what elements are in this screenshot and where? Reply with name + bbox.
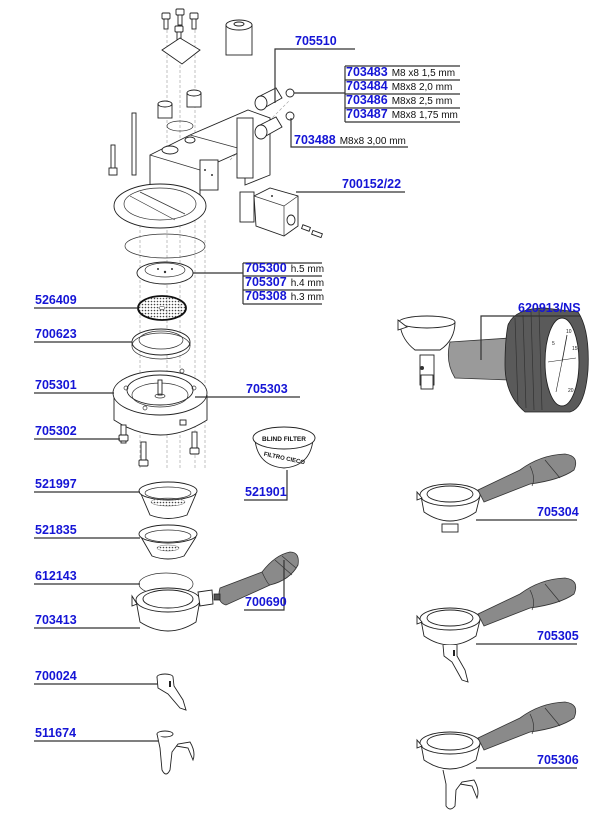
part-label-705510[interactable]: 705510 [295, 34, 337, 48]
portafilter-body [131, 587, 214, 632]
portafilter-705305 [416, 577, 577, 683]
gauge-tick-label: 5 [552, 341, 555, 347]
part-number: 705302 [35, 424, 77, 438]
group-ring [112, 368, 208, 436]
leader-lines [34, 48, 580, 769]
part-spec: h.3 mm [290, 292, 325, 303]
part-label-700152-22[interactable]: 700152/22 [342, 177, 401, 191]
part-label-612143[interactable]: 612143 [35, 569, 77, 583]
part-number: 703486 [346, 93, 388, 107]
blind-filter-top-text: BLIND FILTER [262, 436, 306, 443]
part-label-705305[interactable]: 705305 [537, 629, 579, 643]
portafilter-handle [213, 551, 299, 606]
long-pins [108, 112, 137, 176]
top-cover-plate [161, 37, 201, 65]
group-flange [113, 183, 207, 229]
part-label-521835[interactable]: 521835 [35, 523, 77, 537]
part-label-521997[interactable]: 521997 [35, 477, 77, 491]
o-ring [166, 120, 194, 132]
part-spec: M8 x8 1,5 mm [391, 68, 456, 79]
part-number: 521901 [245, 485, 287, 499]
solenoid-valve [239, 187, 323, 239]
part-label-700690[interactable]: 700690 [245, 595, 287, 609]
gauge-tick-label: 10 [566, 329, 572, 335]
part-label-705306[interactable]: 705306 [537, 753, 579, 767]
filter-basket-single [138, 524, 198, 560]
part-number: 705305 [537, 629, 579, 643]
part-spec: M8x8 3,00 mm [339, 136, 406, 147]
part-number: 703483 [346, 65, 388, 79]
gasket-ring [124, 233, 206, 259]
part-number: 705510 [295, 34, 337, 48]
part-number: 703487 [346, 107, 388, 121]
part-number: 511674 [35, 726, 77, 740]
cylinder-part [225, 19, 253, 56]
part-label-700024[interactable]: 700024 [35, 669, 77, 683]
part-number: 620913/NS [518, 301, 581, 315]
portafilter-705306 [416, 701, 577, 810]
part-label-705301[interactable]: 705301 [35, 378, 77, 392]
part-label-526409[interactable]: 526409 [35, 293, 77, 307]
part-spec: h.5 mm [290, 264, 325, 275]
blind-filter: BLIND FILTER FILTRO CIECO [252, 426, 316, 469]
part-spec: h.4 mm [290, 278, 325, 289]
group-gasket [131, 328, 191, 360]
part-spec: M8x8 2,5 mm [391, 96, 453, 107]
pressure-gauge-portafilter: 10 5 15 20 [397, 307, 589, 413]
part-number: 705307 [245, 275, 287, 289]
ring-bolts [118, 419, 200, 467]
part-number: 705308 [245, 289, 287, 303]
part-spec: M8x8 2,0 mm [391, 82, 453, 93]
single-spout [156, 673, 187, 711]
part-label-705302[interactable]: 705302 [35, 424, 77, 438]
part-number: 700152/22 [342, 177, 402, 191]
part-number: 521835 [35, 523, 77, 537]
part-number: 521997 [35, 477, 77, 491]
top-cap-screws [161, 8, 199, 43]
part-label-521901[interactable]: 521901 [245, 485, 287, 499]
part-number: 612143 [35, 569, 77, 583]
filter-basket-double [138, 481, 198, 519]
gauge-tick-label: 15 [572, 346, 578, 352]
part-number: 703413 [35, 613, 77, 627]
part-number: 703484 [346, 79, 388, 93]
fittings [254, 87, 295, 140]
part-label-705303[interactable]: 705303 [246, 382, 288, 396]
part-number: 705306 [537, 753, 579, 767]
part-number: 705300 [245, 261, 287, 275]
part-number: 705304 [537, 505, 579, 519]
part-label-705304[interactable]: 705304 [537, 505, 579, 519]
gauge-tick-label: 20 [568, 388, 574, 394]
part-number: 705303 [246, 382, 288, 396]
part-number: 526409 [35, 293, 77, 307]
part-label-703413[interactable]: 703413 [35, 613, 77, 627]
portafilter-705304 [416, 453, 577, 533]
part-number: 700024 [35, 669, 77, 683]
double-spout [156, 730, 195, 775]
part-number: 705301 [35, 378, 77, 392]
part-label-620913-ns[interactable]: 620913/NS [518, 301, 581, 315]
shower-screen [137, 295, 187, 321]
part-label-700623[interactable]: 700623 [35, 327, 77, 341]
part-number: 700623 [35, 327, 77, 341]
part-spec: M8x8 1,75 mm [391, 110, 458, 121]
part-label-511674[interactable]: 511674 [35, 726, 76, 740]
plugs [157, 89, 202, 119]
part-number: 703488 [294, 133, 336, 147]
part-number: 700690 [245, 595, 287, 609]
shower-holder [136, 261, 194, 285]
